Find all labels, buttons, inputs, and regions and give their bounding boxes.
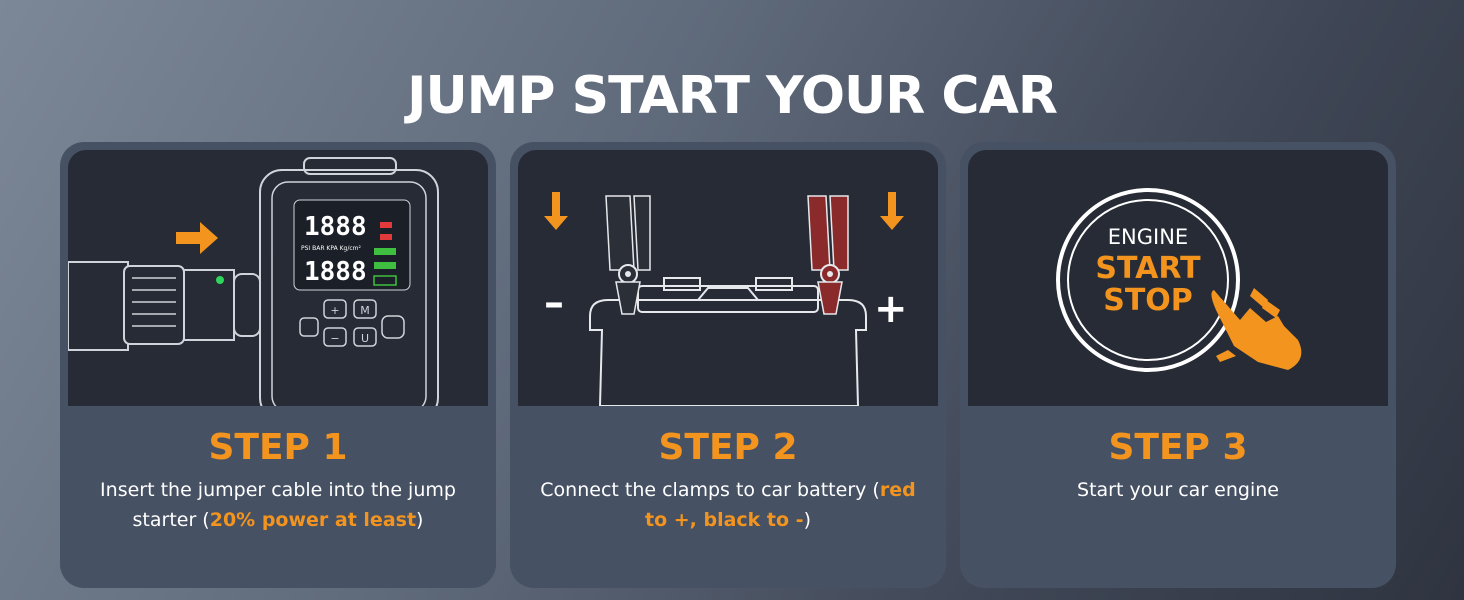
step-1-card: 1888 1888 PSI BAR KPA Kg/cm² + M − U: [60, 142, 496, 588]
unit-button-icon: U: [361, 332, 369, 345]
plus-button-icon: +: [330, 304, 339, 317]
arrow-down-icon: [544, 192, 568, 230]
start-label: START: [1095, 251, 1201, 286]
battery-clamps-graphic: – +: [544, 192, 908, 406]
step-1-illustration: 1888 1888 PSI BAR KPA Kg/cm² + M − U: [68, 150, 488, 406]
display-top-readout: 1888: [304, 212, 367, 242]
step-2-title: STEP 2: [658, 427, 798, 468]
step-1-title: STEP 1: [208, 427, 348, 468]
status-led-icon: [216, 276, 224, 284]
car-battery-icon: [589, 277, 867, 406]
jump-starter-device-graphic: 1888 1888 PSI BAR KPA Kg/cm² + M − U: [68, 157, 439, 406]
arrow-right-icon: [176, 222, 218, 254]
engine-start-button-graphic: ENGINE START STOP: [1056, 188, 1302, 372]
engine-label: ENGINE: [1108, 225, 1188, 249]
step-2-description: Connect the clamps to car battery (red t…: [540, 479, 916, 531]
mode-button-icon: M: [360, 304, 370, 317]
step-3-card: ENGINE START STOP STEP 3 Start your car …: [960, 142, 1396, 588]
black-clamp-icon: [605, 195, 651, 315]
minus-button-icon: −: [330, 332, 339, 345]
stop-label: STOP: [1103, 283, 1193, 318]
step-2-card: – +: [510, 142, 946, 588]
pointing-hand-icon: [1211, 288, 1302, 370]
red-clamp-icon: [807, 195, 849, 315]
step-3-title: STEP 3: [1108, 427, 1248, 468]
page-title: JUMP START YOUR CAR: [407, 66, 1058, 126]
display-units: PSI BAR KPA Kg/cm²: [301, 245, 361, 252]
step-3-illustration: ENGINE START STOP: [968, 150, 1388, 406]
step-3-description: Start your car engine: [1077, 479, 1279, 501]
step-1-highlight: 20% power at least: [209, 509, 417, 531]
display-bottom-readout: 1888: [304, 257, 367, 287]
arrow-down-icon: [880, 192, 904, 230]
minus-sign: –: [544, 280, 564, 326]
plus-sign: +: [874, 286, 908, 332]
battery-icon: [373, 275, 397, 286]
step-2-highlight: red to +, black to -: [644, 479, 916, 531]
step-2-illustration: – +: [518, 150, 938, 406]
step-1-description: Insert the jumper cable into the jump st…: [100, 479, 456, 531]
